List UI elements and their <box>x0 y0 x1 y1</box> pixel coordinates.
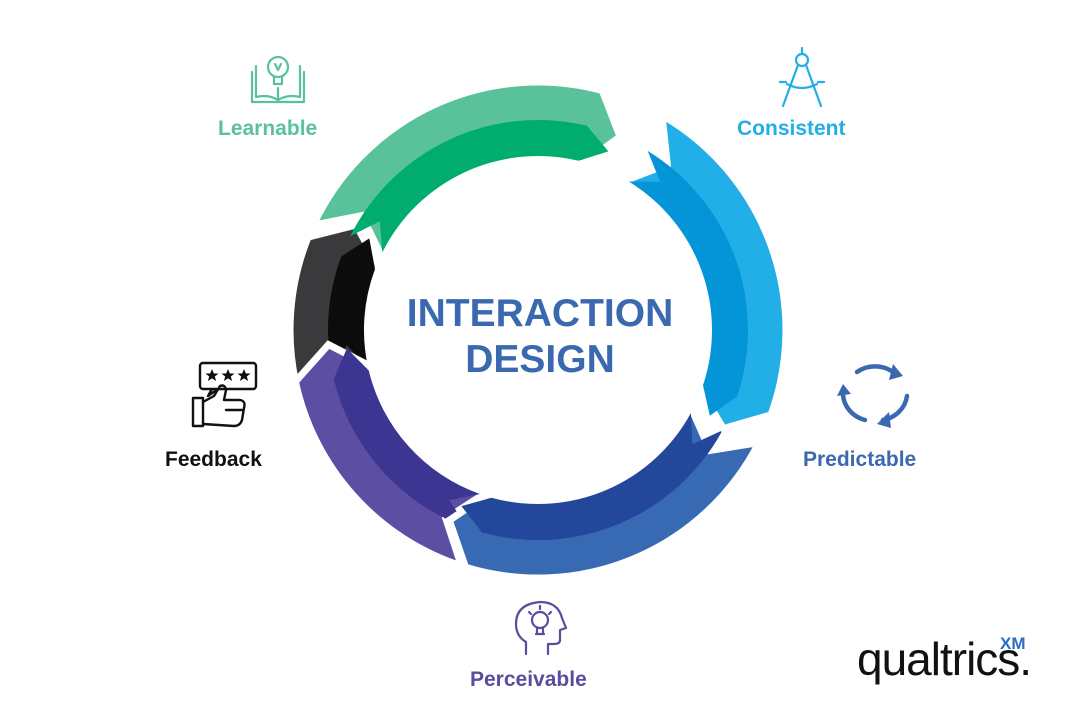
head-lightbulb-icon <box>514 600 568 656</box>
segment-inner-band <box>628 150 748 416</box>
qualtrics-logo: qualtrics. XM <box>857 632 1032 686</box>
cycle-segment-consistent <box>615 108 790 433</box>
cycle-segment-learnable <box>307 78 625 266</box>
segment-inner-band <box>333 348 480 528</box>
book-lightbulb-icon <box>250 55 306 104</box>
stage-label-predictable: Predictable <box>803 448 917 471</box>
compass-icon <box>778 46 826 108</box>
stage-label-perceivable: Perceivable <box>470 668 587 691</box>
center-title-line1: INTERACTION <box>406 292 674 335</box>
center-title: INTERACTION DESIGN <box>385 291 695 383</box>
thumbs-up-rating-icon <box>191 361 258 428</box>
cycle-segment-perceivable <box>291 340 493 572</box>
center-title-line2: DESIGN <box>465 338 615 381</box>
logo-superscript: XM <box>1000 634 1026 653</box>
logo-wordmark: qualtrics. <box>857 633 1032 685</box>
segment-inner-band <box>350 120 609 253</box>
stage-label-consistent: Consistent <box>737 117 846 140</box>
segment-inner-band <box>461 413 723 541</box>
segment-inner-band <box>328 238 375 376</box>
cycle-segment-predictable <box>445 399 766 582</box>
stage-label-feedback: Feedback <box>165 448 262 471</box>
stage-label-learnable: Learnable <box>218 117 318 140</box>
cycle-segment-feedback <box>286 220 383 398</box>
cycle-arrows-icon <box>837 364 910 428</box>
